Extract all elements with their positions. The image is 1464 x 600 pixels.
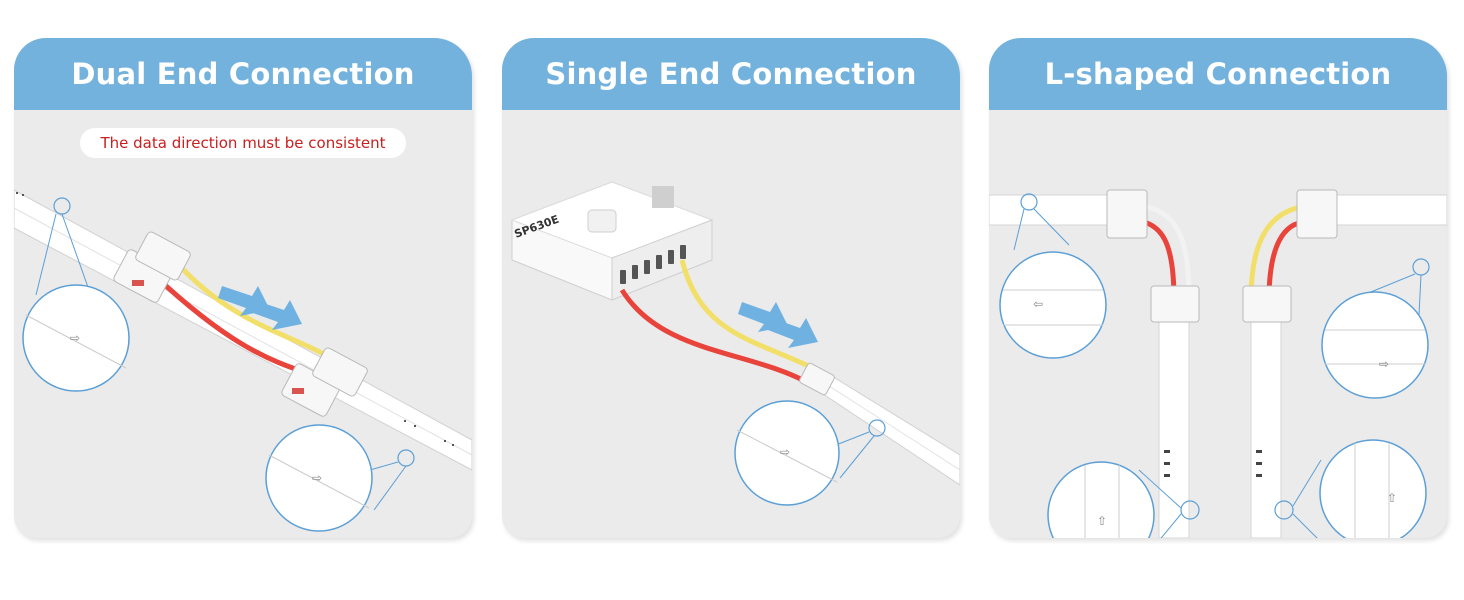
connector — [1296, 189, 1338, 239]
blue-arrows-icon — [738, 302, 818, 348]
detail-circle-top-left: ⇦ — [999, 193, 1107, 359]
direction-note: The data direction must be consistent — [80, 128, 406, 158]
controller-box: SP630E — [510, 181, 714, 301]
detail-circle-right: ⇨ — [265, 424, 415, 532]
panel-title: Dual End Connection — [14, 38, 472, 110]
direction-arrow-icon: ⇦ — [1033, 297, 1043, 311]
detail-circle: ⇨ — [734, 400, 886, 506]
direction-arrow-icon: ⇨ — [312, 471, 322, 485]
connector — [1242, 285, 1292, 323]
connector — [1106, 189, 1148, 239]
qr-code-icon — [652, 186, 674, 208]
button-icon — [587, 209, 617, 233]
connector-right — [281, 347, 368, 417]
detail-circle-bottom-right: ⇧ — [1274, 439, 1427, 538]
led-strip — [1250, 309, 1282, 538]
panel-dual-end: Dual End Connection The data direction m… — [14, 38, 472, 538]
led-strip — [1158, 309, 1190, 538]
detail-circle-left: ⇨ — [22, 197, 130, 392]
panel-title: Single End Connection — [502, 38, 960, 110]
direction-arrow-icon: ⇨ — [70, 331, 80, 345]
dual-end-illustration: ⇨ ⇨ — [14, 189, 472, 532]
direction-arrow-icon: ⇧ — [1387, 491, 1397, 505]
panel-single-end: Single End Connection SP630E — [502, 38, 960, 538]
detail-circle-bottom-left: ⇧ — [1047, 461, 1200, 538]
direction-arrow-icon: ⇨ — [1379, 357, 1389, 371]
panel-title: L-shaped Connection — [989, 38, 1447, 110]
panel-l-shaped: L-shaped Connection ⇦ — [989, 38, 1447, 538]
connector — [799, 362, 835, 396]
led-strip — [989, 194, 1118, 226]
direction-arrow-icon: ⇨ — [780, 445, 790, 459]
detail-circle-top-right: ⇨ — [1321, 258, 1430, 399]
direction-arrow-icon: ⇧ — [1097, 514, 1107, 528]
l-shaped-illustration: ⇦ ⇨ ⇧ ⇧ — [989, 189, 1447, 538]
single-end-illustration: SP630E ⇨ — [510, 181, 960, 506]
blue-arrows-icon — [218, 286, 302, 330]
connector — [1150, 285, 1200, 323]
connector-left — [113, 231, 191, 303]
